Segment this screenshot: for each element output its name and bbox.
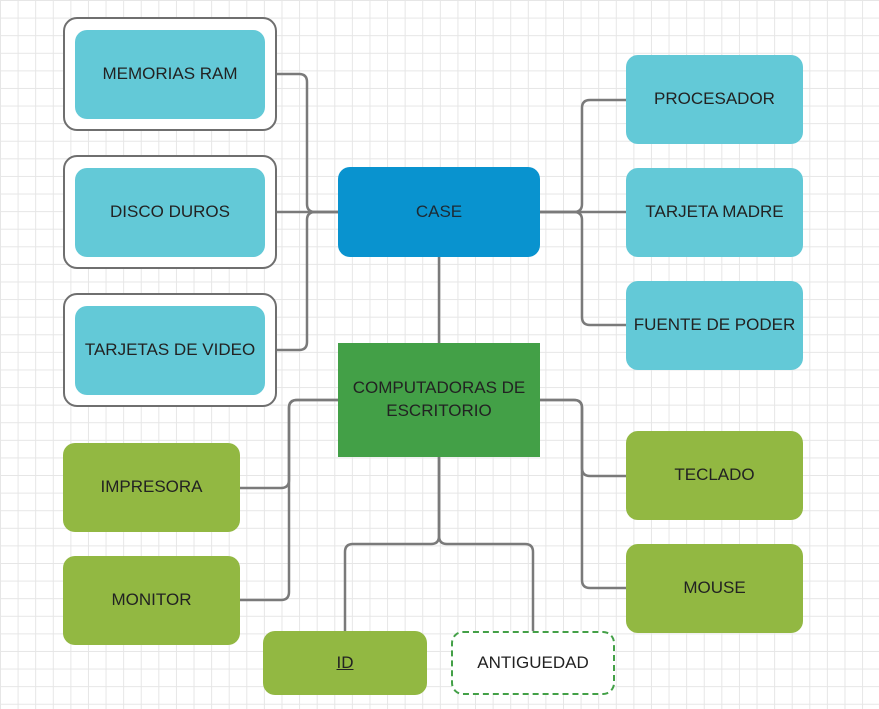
connector-computadoras-id — [343, 457, 441, 631]
node-disco-duros-label: DISCO DUROS — [110, 202, 230, 222]
node-id-label: ID — [336, 652, 354, 672]
node-mouse[interactable]: MOUSE — [626, 544, 803, 633]
connector-case-fuente — [540, 210, 626, 327]
node-memorias-ram[interactable]: MEMORIAS RAM — [75, 30, 265, 119]
connector-memorias-case — [277, 72, 338, 214]
node-tarjetas-video-label: TARJETAS DE VIDEO — [84, 340, 256, 360]
node-case[interactable]: CASE — [338, 167, 540, 257]
connector-video-case — [277, 210, 338, 352]
node-monitor-label: MONITOR — [111, 590, 192, 610]
connector-computadoras-impresora — [240, 398, 338, 490]
node-computadoras-label: COMPUTADORAS DE ESCRITORIO — [352, 378, 526, 420]
node-teclado-label: TECLADO — [674, 465, 755, 485]
node-memorias-ram-label: MEMORIAS RAM — [102, 64, 238, 84]
node-antiguedad-label: ANTIGUEDAD — [477, 652, 589, 672]
node-tarjeta-madre[interactable]: TARJETA MADRE — [626, 168, 803, 257]
node-teclado[interactable]: TECLADO — [626, 431, 803, 520]
node-impresora[interactable]: IMPRESORA — [63, 443, 240, 532]
node-fuente-poder[interactable]: FUENTE DE PODER — [626, 281, 803, 370]
node-id[interactable]: ID — [263, 631, 427, 695]
node-monitor[interactable]: MONITOR — [63, 556, 240, 645]
node-disco-duros[interactable]: DISCO DUROS — [75, 168, 265, 257]
node-procesador-label: PROCESADOR — [654, 89, 775, 109]
node-tarjetas-video[interactable]: TARJETAS DE VIDEO — [75, 306, 265, 395]
node-computadoras-escritorio[interactable]: COMPUTADORAS DE ESCRITORIO — [338, 343, 540, 457]
node-antiguedad[interactable]: ANTIGUEDAD — [451, 631, 615, 695]
connector-computadoras-mouse — [540, 398, 626, 590]
connector-case-procesador — [540, 98, 626, 214]
node-mouse-label: MOUSE — [683, 578, 746, 598]
connector-computadoras-monitor — [240, 398, 338, 602]
connector-computadoras-antiguedad — [437, 457, 535, 631]
node-fuente-poder-label: FUENTE DE PODER — [633, 315, 796, 335]
node-tarjeta-madre-label: TARJETA MADRE — [645, 202, 784, 222]
node-procesador[interactable]: PROCESADOR — [626, 55, 803, 144]
node-case-label: CASE — [415, 201, 463, 221]
connector-computadoras-teclado — [540, 398, 626, 478]
node-impresora-label: IMPRESORA — [100, 477, 203, 497]
